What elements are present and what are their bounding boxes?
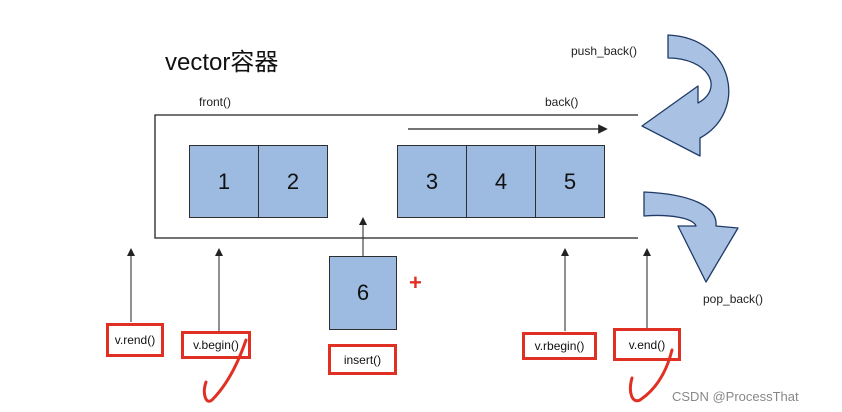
rbegin-highlight-box: v.rbegin() (522, 332, 597, 360)
push-back-label: push_back() (571, 44, 638, 58)
pop-back-curved-arrow (643, 191, 739, 283)
push-back-curved-arrow (641, 34, 730, 157)
insert-element-cell: 6 (329, 256, 397, 330)
element-cell-4: 4 (466, 145, 536, 218)
front-label: front() (199, 95, 232, 109)
container-outline (154, 114, 638, 239)
end-highlight-box: v.end() (613, 328, 681, 361)
insert-label: insert() (343, 352, 382, 367)
element-cell-5: 5 (535, 145, 605, 218)
pop-back-label: pop_back() (703, 292, 764, 306)
begin-label: v.begin() (193, 338, 239, 352)
element-cell-3: 3 (397, 145, 467, 218)
rend-label: v.rend() (114, 333, 156, 347)
begin-highlight-box: v.begin() (181, 331, 251, 359)
back-label: back() (545, 95, 579, 109)
check-mark-end (628, 348, 674, 403)
element-cell-2: 2 (258, 145, 328, 218)
rend-highlight-box: v.rend() (106, 323, 164, 357)
plus-sign: + (409, 270, 422, 295)
check-mark-begin (202, 338, 248, 403)
diagram-title: vector容器 (165, 49, 279, 76)
rbegin-label: v.rbegin() (534, 339, 585, 353)
end-label: v.end() (628, 337, 666, 352)
insert-highlight-box: insert() (328, 344, 397, 375)
watermark: CSDN @ProcessThat (672, 389, 799, 404)
element-cell-1: 1 (189, 145, 259, 218)
